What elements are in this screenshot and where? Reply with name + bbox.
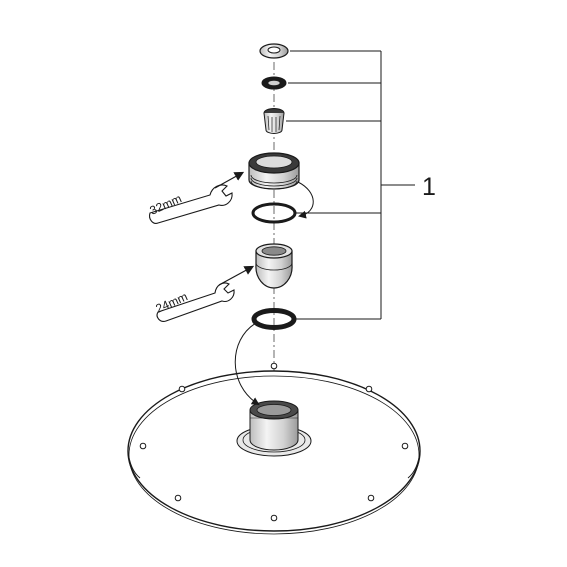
shower-head-plate: [127, 362, 421, 535]
part-ball-joint: [255, 243, 293, 289]
part-top-washer: [259, 43, 289, 59]
plate-screw-holes: [139, 362, 409, 522]
plate-center-connector: [236, 400, 312, 457]
assembly-arrow-lower: [234, 322, 260, 406]
assembly-arrow-upper: [297, 181, 314, 219]
part-o-ring-upper: [251, 202, 297, 224]
wrench-32mm-tool: 32mm: [148, 171, 245, 224]
part-o-ring-lower: [251, 308, 297, 330]
reference-number-label: 1: [422, 173, 436, 201]
wrench-32mm-arrow: [214, 171, 245, 189]
part-seal-ring: [261, 76, 287, 90]
part-strainer-insert: [263, 108, 285, 134]
part-swivel-nut: [248, 152, 300, 190]
wrench-24mm-tool: 24mm: [154, 265, 255, 322]
wrench-24mm-arrow: [218, 265, 255, 286]
reference-leader-lines: [286, 50, 415, 320]
